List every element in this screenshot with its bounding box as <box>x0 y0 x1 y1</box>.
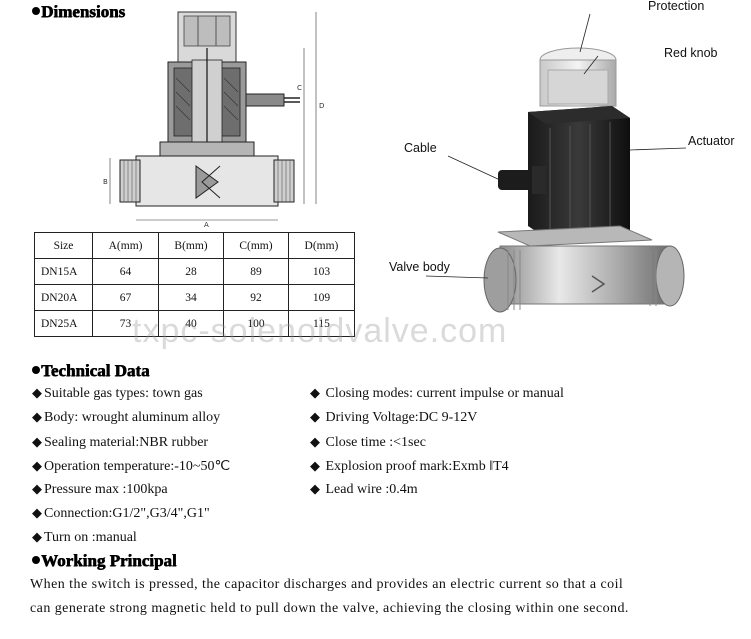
spec-item: ◆Operation temperature:-10~50℃ <box>32 458 231 474</box>
spec-item: ◆Pressure max :100kpa <box>32 481 168 497</box>
callout-valve-body: Valve body <box>389 260 450 274</box>
valve-cross-section-drawing: B A D C <box>103 11 324 228</box>
diamond-bullet-icon: ◆ <box>32 409 42 424</box>
table-header-cell: B(mm) <box>158 232 224 259</box>
table-cell: 100 <box>222 310 289 337</box>
dimensions-table: Size A(mm) B(mm) C(mm) D(mm) DN15A 64 28… <box>34 232 356 337</box>
diamond-bullet-icon: ◆ <box>310 385 320 400</box>
table-cell: 109 <box>287 284 356 311</box>
dimensions-heading: Dimensions <box>32 2 125 22</box>
diamond-bullet-icon: ◆ <box>32 458 42 473</box>
dimension-label-b: B <box>103 178 108 186</box>
working-principal-line: can generate strong magnetic held to pul… <box>30 601 629 616</box>
table-cell: 73 <box>91 310 160 337</box>
spec-item: ◆Body: wrought aluminum alloy <box>32 409 221 425</box>
diamond-bullet-icon: ◆ <box>32 481 42 496</box>
diamond-bullet-icon: ◆ <box>310 481 320 496</box>
table-row: DN20A 67 34 92 109 <box>34 284 356 311</box>
spec-item: ◆ Explosion proof mark:Exmb ‖T4 <box>310 458 509 474</box>
table-cell: 92 <box>222 284 289 311</box>
diamond-bullet-icon: ◆ <box>310 409 320 424</box>
dimension-label-d: D <box>319 102 324 110</box>
table-cell: 28 <box>158 258 224 285</box>
table-cell: 103 <box>287 258 356 285</box>
table-header-cell: A(mm) <box>91 232 160 259</box>
diamond-bullet-icon: ◆ <box>32 434 42 449</box>
table-header-row: Size A(mm) B(mm) C(mm) D(mm) <box>34 232 356 259</box>
spec-item: ◆Turn on :manual <box>32 529 137 545</box>
diamond-bullet-icon: ◆ <box>32 505 42 520</box>
diamond-bullet-icon: ◆ <box>310 458 320 473</box>
table-cell: 67 <box>91 284 160 311</box>
table-cell: 89 <box>222 258 289 285</box>
table-cell: 40 <box>158 310 224 337</box>
diamond-bullet-icon: ◆ <box>32 385 42 400</box>
diamond-bullet-icon: ◆ <box>32 529 42 544</box>
table-cell: DN25A <box>34 310 93 337</box>
table-cell: 115 <box>287 310 356 337</box>
spec-item: ◆ Driving Voltage:DC 9-12V <box>310 409 478 425</box>
table-header-cell: D(mm) <box>287 232 356 259</box>
callout-actuator: Actuator <box>688 134 735 148</box>
bullet-icon <box>32 7 40 15</box>
diamond-bullet-icon: ◆ <box>310 434 320 449</box>
table-row: DN25A 73 40 100 115 <box>34 310 356 337</box>
technical-data-heading: Technical Data <box>32 361 149 381</box>
table-cell: 64 <box>91 258 160 285</box>
spec-item: ◆Suitable gas types: town gas <box>32 385 203 401</box>
bullet-icon <box>32 556 40 564</box>
spec-item: ◆ Lead wire :0.4m <box>310 481 418 497</box>
callout-cable: Cable <box>404 141 437 155</box>
table-cell: 34 <box>158 284 224 311</box>
bullet-icon <box>32 366 40 374</box>
working-principal-line: When the switch is pressed, the capacito… <box>30 577 624 592</box>
callout-protection: Protection <box>648 0 705 13</box>
valve-product-photo <box>425 13 687 313</box>
table-header-cell: C(mm) <box>222 232 289 259</box>
working-principal-heading: Working Principal <box>32 551 177 571</box>
table-cell: DN15A <box>34 258 93 285</box>
dimension-label-c: C <box>297 84 302 92</box>
table-cell: DN20A <box>34 284 93 311</box>
callout-red-knob: Red knob <box>664 46 718 60</box>
spec-item: ◆ Close time :<1sec <box>310 434 426 450</box>
dimension-label-a: A <box>204 221 209 228</box>
table-header-cell: Size <box>34 232 93 259</box>
spec-item: ◆ Closing modes: current impulse or manu… <box>310 385 564 401</box>
spec-item: ◆Sealing material:NBR rubber <box>32 434 209 450</box>
spec-item: ◆Connection:G1/2",G3/4",G1" <box>32 505 210 521</box>
table-row: DN15A 64 28 89 103 <box>34 258 356 285</box>
